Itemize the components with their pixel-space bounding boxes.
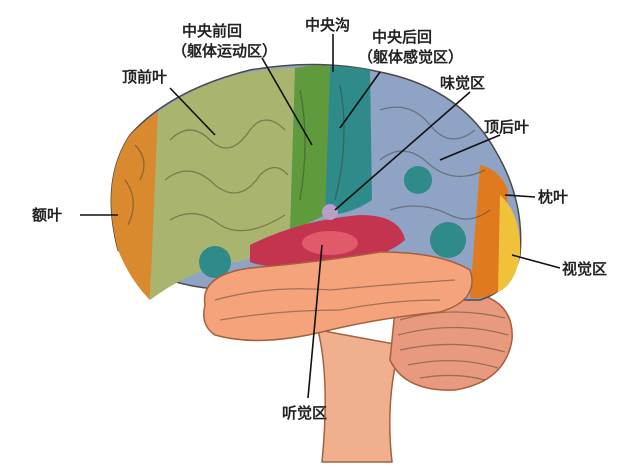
patch xyxy=(430,222,466,258)
label-anterior-parietal: 顶前叶 xyxy=(122,68,167,86)
label-visual: 视觉区 xyxy=(562,260,607,278)
label-postcentral-sub: （躯体感觉区） xyxy=(358,48,463,66)
brainstem xyxy=(317,329,401,463)
label-frontal: 额叶 xyxy=(32,206,62,224)
patch xyxy=(404,166,432,194)
temporal-lobe xyxy=(203,251,473,342)
label-auditory: 听觉区 xyxy=(282,404,327,422)
patch xyxy=(199,246,231,278)
label-precentral: 中央前回 xyxy=(182,22,242,40)
label-occipital: 枕叶 xyxy=(538,188,568,206)
postcentral-gyrus xyxy=(325,66,372,215)
label-posterior-parietal: 顶后叶 xyxy=(484,118,529,136)
label-central-sulcus: 中央沟 xyxy=(305,16,350,34)
label-gustatory: 味觉区 xyxy=(440,74,485,92)
visual-cortex xyxy=(498,195,521,292)
gustatory-area xyxy=(322,204,338,220)
precentral-gyrus xyxy=(290,65,330,232)
auditory-center xyxy=(302,231,358,255)
leader-lines xyxy=(80,34,561,399)
label-precentral-sub: （躯体运动区） xyxy=(172,42,277,60)
frontal-lobe xyxy=(111,112,158,300)
label-postcentral: 中央后回 xyxy=(372,28,432,46)
occipital-lobe xyxy=(470,165,508,299)
